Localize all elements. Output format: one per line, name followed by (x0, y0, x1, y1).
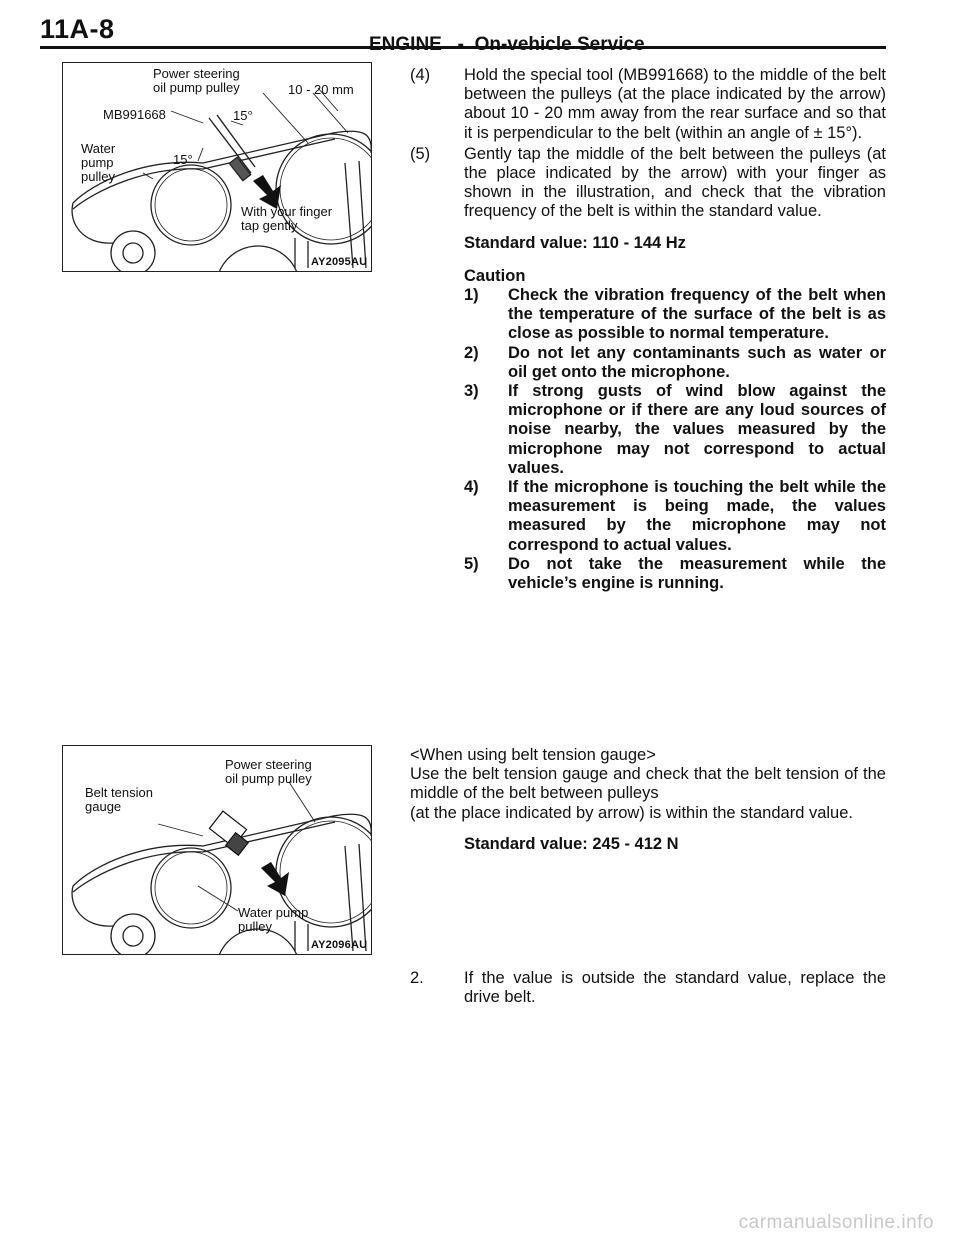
gauge-instruction-1: Use the belt tension gauge and check tha… (410, 765, 886, 803)
label-tool: MB991668 (103, 107, 166, 122)
label-water-pump: Water pump pulley (81, 141, 116, 184)
figure-belt-tension: Power steering oil pump pulley Belt tens… (62, 745, 372, 955)
caution-item: 4) If the microphone is touching the bel… (410, 478, 886, 555)
standard-value-tension: Standard value: 245 - 412 N (464, 834, 679, 853)
figure-belt-tension-drawing (71, 781, 371, 954)
caution-text: Do not take the measurement while the ve… (508, 554, 886, 593)
header-rule (40, 46, 886, 49)
step-5: (5) Gently tap the middle of the belt be… (410, 145, 886, 222)
section-title: ENGINE - On-vehicle Service (369, 34, 645, 55)
caution-text: Check the vibration frequency of the bel… (508, 286, 886, 343)
caution-number: 2) (464, 343, 479, 362)
label-ps-pulley: Power steering oil pump pulley (153, 66, 240, 95)
caution-text: If strong gusts of wind blow against the… (508, 382, 886, 477)
caution-number: 1) (464, 286, 479, 305)
figure-code: AY2096AU (311, 939, 368, 951)
step-2: 2. If the value is outside the standard … (410, 969, 886, 1007)
caution-item: 2) Do not let any contaminants such as w… (410, 344, 886, 382)
caution-item: 5) Do not take the measurement while the… (410, 555, 886, 593)
caution-item: 3) If strong gusts of wind blow against … (410, 382, 886, 478)
label-gauge: Belt tension gauge (85, 785, 153, 814)
figure-belt-frequency: Power steering oil pump pulley 10 - 20 m… (62, 62, 372, 272)
caution-number: 3) (464, 382, 479, 401)
caution-text: Do not let any contaminants such as wate… (508, 343, 886, 381)
watermark: carmanualsonline.info (738, 1212, 934, 1233)
label-angle-upper: 15° (233, 108, 253, 123)
label-angle-lower: 15° (173, 152, 193, 167)
label-water-pump: Water pump pulley (238, 905, 309, 934)
step-text: Gently tap the middle of the belt betwee… (464, 144, 886, 221)
gauge-heading: <When using belt tension gauge> (410, 746, 656, 764)
gauge-instruction-2: (at the place indicated by arrow) is wit… (410, 803, 853, 822)
step-text: If the value is outside the standard val… (464, 969, 886, 1007)
step-text: Hold the special tool (MB991668) to the … (464, 66, 886, 142)
step-number: 2. (410, 969, 424, 987)
step-4: (4) Hold the special tool (MB991668) to … (410, 66, 886, 143)
label-tap: With your finger tap gently (241, 204, 333, 233)
step-number: (5) (410, 144, 431, 163)
page-header: 11A-8 ENGINE - On-vehicle Service (40, 14, 886, 55)
figure-code: AY2095AU (311, 256, 368, 268)
caution-title: Caution (464, 266, 526, 285)
label-ps-pulley: Power steering oil pump pulley (225, 757, 312, 786)
figure-belt-frequency-drawing (71, 87, 371, 271)
label-distance: 10 - 20 mm (288, 82, 354, 97)
caution-text: If the microphone is touching the belt w… (508, 478, 886, 554)
caution-list: 1) Check the vibration frequency of the … (410, 286, 886, 593)
caution-number: 4) (464, 478, 479, 497)
procedure-text: (4) Hold the special tool (MB991668) to … (410, 66, 886, 593)
standard-value-frequency: Standard value: 110 - 144 Hz (464, 233, 686, 252)
step-number: (4) (410, 66, 431, 84)
caution-item: 1) Check the vibration frequency of the … (410, 286, 886, 344)
gauge-section: <When using belt tension gauge> Use the … (410, 746, 886, 854)
page-number: 11A-8 (40, 14, 115, 44)
caution-number: 5) (464, 554, 479, 573)
